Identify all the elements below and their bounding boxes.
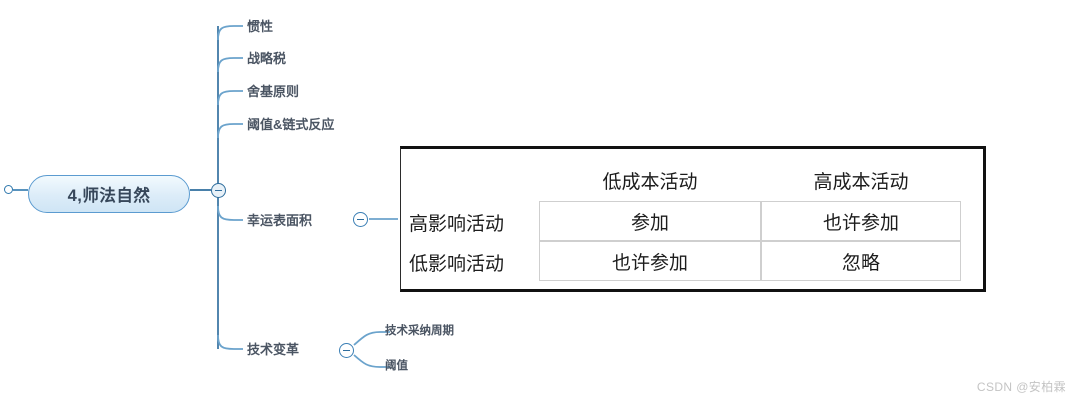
matrix-cell-low-impact-low-cost: 也许参加 <box>539 241 761 281</box>
circle-dot-icon[interactable] <box>4 185 13 194</box>
matrix-col-header-low-cost: 低成本活动 <box>602 172 698 193</box>
activity-matrix-figure: 低成本活动 高成本活动 高影响活动 低影响活动 参加 也许参加 也许参加 忽略 <box>400 146 986 292</box>
branch-label-threshold-chain-reaction[interactable]: 阈值&链式反应 <box>247 117 335 132</box>
matrix-row-header-low-impact: 低影响活动 <box>409 254 505 275</box>
matrix-cell-high-impact-high-cost: 也许参加 <box>761 201 961 241</box>
luck-surface-area-collapse-toggle-icon[interactable] <box>353 212 368 227</box>
matrix-cell-high-impact-low-cost: 参加 <box>539 201 761 241</box>
matrix-cell-low-impact-high-cost: 忽略 <box>761 241 961 281</box>
leaf-label-threshold[interactable]: 阈值 <box>385 360 408 372</box>
branch-label-luck-surface-area[interactable]: 幸运表面积 <box>247 213 313 228</box>
leaf-label-technology-adoption-cycle[interactable]: 技术采纳周期 <box>385 325 454 337</box>
branch-label-technology-change[interactable]: 技术变革 <box>247 342 300 357</box>
branch-label-shirky-principle[interactable]: 舍基原则 <box>247 84 300 99</box>
branch-label-strategy-tax[interactable]: 战略税 <box>247 51 287 66</box>
root-node[interactable]: 4,师法自然 <box>28 175 190 213</box>
root-node-label: 4,师法自然 <box>67 187 151 205</box>
matrix-row-header-high-impact: 高影响活动 <box>409 214 505 235</box>
watermark-text: CSDN @安柏霖 <box>976 380 1066 394</box>
root-collapse-toggle-icon[interactable] <box>211 183 226 198</box>
technology-change-collapse-toggle-icon[interactable] <box>339 343 354 358</box>
branch-label-inertia[interactable]: 惯性 <box>247 19 274 34</box>
matrix-col-header-high-cost: 高成本活动 <box>813 172 909 193</box>
